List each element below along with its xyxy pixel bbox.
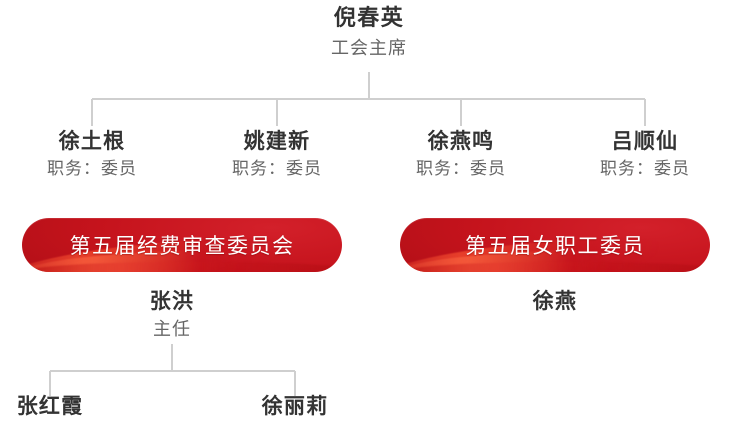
node-finance-member-1[interactable]: 张红霞 bbox=[0, 396, 130, 417]
node-member-4[interactable]: 吕顺仙 职务：委员 bbox=[565, 131, 725, 178]
banner-finance-committee[interactable]: 第五届经费审查委员会 bbox=[22, 218, 342, 272]
node-member-1-title: 职务：委员 bbox=[47, 159, 137, 179]
node-member-3-name: 徐燕鸣 bbox=[427, 129, 495, 153]
node-women-committee-lead[interactable]: 徐燕 bbox=[475, 291, 635, 312]
node-member-4-name: 吕顺仙 bbox=[611, 129, 679, 153]
node-root-name: 倪春英 bbox=[333, 6, 405, 31]
node-women-committee-lead-name: 徐燕 bbox=[532, 289, 578, 313]
ribbon-decoration-c bbox=[28, 262, 342, 272]
node-member-1-name: 徐土根 bbox=[58, 129, 126, 153]
node-root[interactable]: 倪春英 工会主席 bbox=[269, 8, 469, 58]
node-member-2[interactable]: 姚建新 职务：委员 bbox=[197, 131, 357, 178]
node-finance-member-2[interactable]: 徐丽莉 bbox=[215, 396, 375, 417]
node-member-3[interactable]: 徐燕鸣 职务：委员 bbox=[381, 131, 541, 178]
node-member-2-name: 姚建新 bbox=[243, 129, 311, 153]
banner-finance-committee-label: 第五届经费审查委员会 bbox=[69, 234, 295, 258]
node-finance-lead-title: 主任 bbox=[153, 319, 191, 340]
node-finance-member-2-name: 徐丽莉 bbox=[261, 394, 329, 418]
node-member-1[interactable]: 徐土根 职务：委员 bbox=[12, 131, 172, 178]
node-finance-lead-name: 张洪 bbox=[149, 289, 195, 313]
node-finance-member-1-name: 张红霞 bbox=[16, 394, 84, 418]
ribbon-decoration-c bbox=[406, 262, 710, 272]
node-finance-lead[interactable]: 张洪 主任 bbox=[92, 291, 252, 339]
node-root-title: 工会主席 bbox=[331, 38, 407, 59]
banner-women-workers-committee-label: 第五届女职工委员 bbox=[465, 234, 645, 258]
node-member-4-title: 职务：委员 bbox=[600, 159, 690, 179]
banner-women-workers-committee[interactable]: 第五届女职工委员 bbox=[400, 218, 710, 272]
node-member-2-title: 职务：委员 bbox=[232, 159, 322, 179]
node-member-3-title: 职务：委员 bbox=[416, 159, 506, 179]
